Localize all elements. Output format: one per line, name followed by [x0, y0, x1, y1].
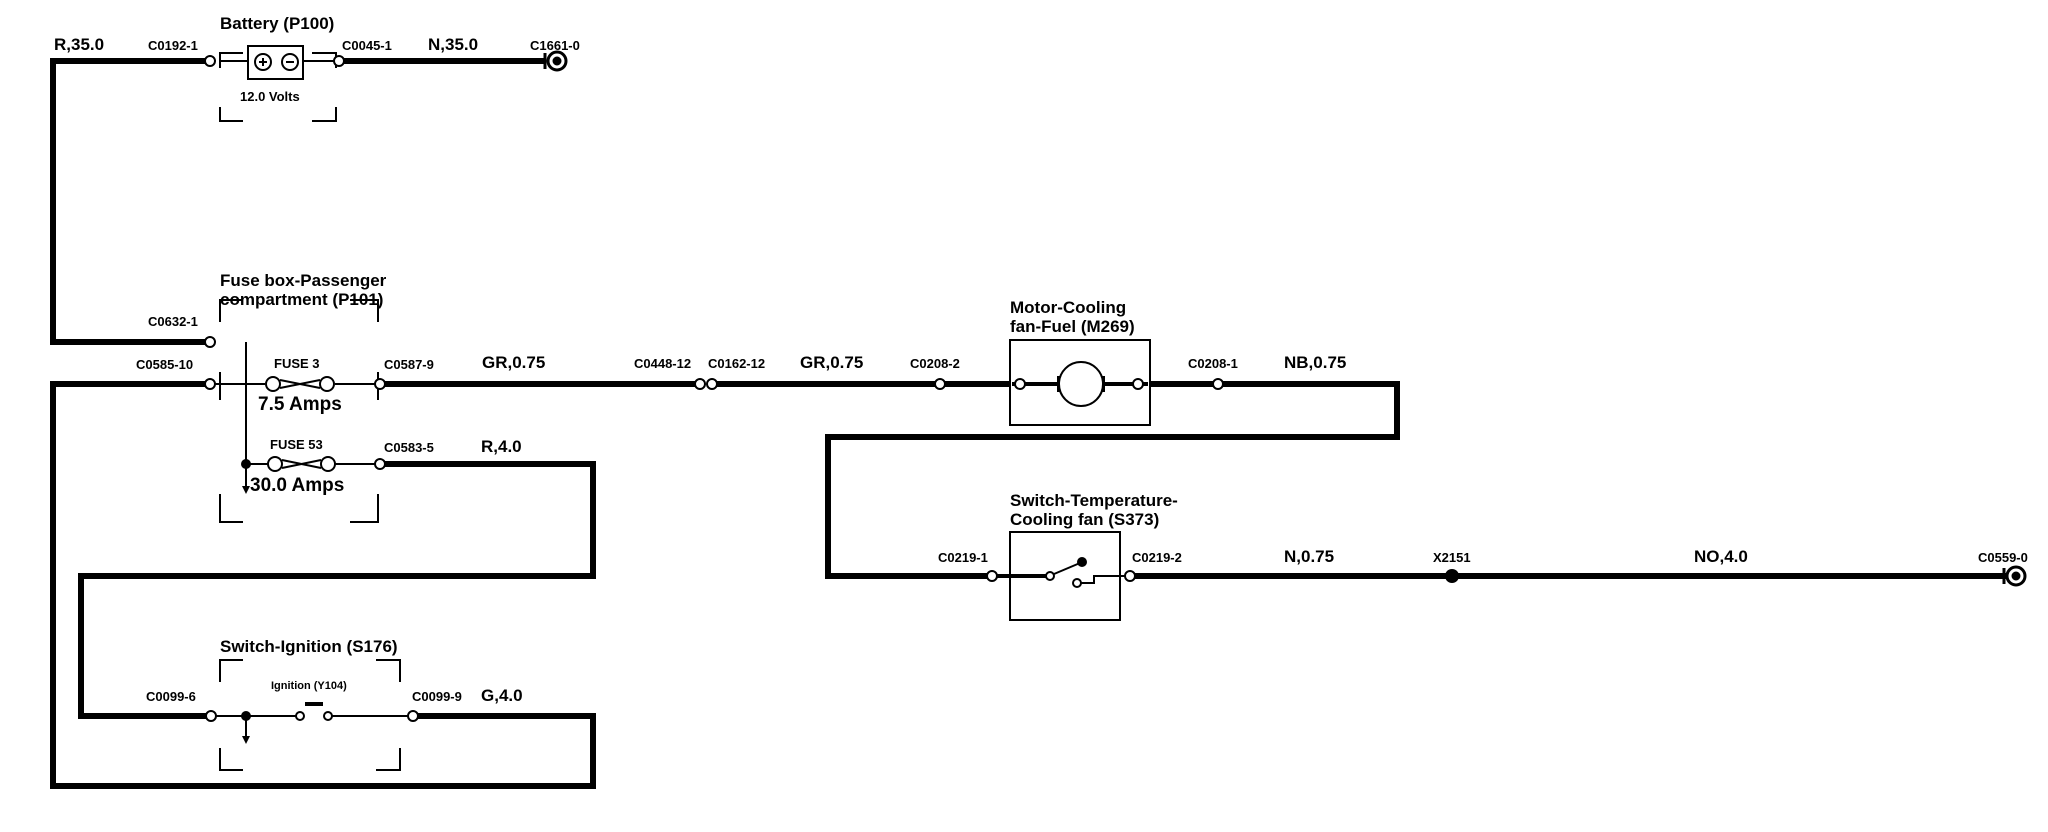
- connector-c0192: C0192-1: [148, 38, 198, 53]
- ignition-switch: [211, 659, 413, 771]
- battery-voltage: 12.0 Volts: [240, 89, 300, 104]
- battery: [219, 45, 337, 122]
- pin-c0162: [706, 378, 718, 390]
- fuse-53-symbol: [267, 456, 380, 472]
- pin-c0632: [204, 336, 216, 348]
- splice-x2151-label: X2151: [1433, 550, 1471, 565]
- ignition-arrow-icon: [242, 736, 250, 744]
- connector-c0585: C0585-10: [136, 357, 193, 372]
- fuse-3-symbol: [265, 376, 335, 392]
- fuse-3-rating: 7.5 Amps: [258, 394, 342, 415]
- wire-label-r40: R,4.0: [481, 437, 522, 456]
- wire-label-no40: NO,4.0: [1694, 547, 1748, 566]
- connector-c0208-1: C0208-1: [1188, 356, 1238, 371]
- pin-c0045: [333, 55, 345, 67]
- pin-c0587: [374, 378, 386, 390]
- ignition-title: Switch-Ignition (S176): [220, 637, 398, 656]
- battery-cell: [247, 45, 304, 80]
- fuse-3-name: FUSE 3: [274, 356, 320, 371]
- fuse-box-junction-dot: [241, 459, 251, 469]
- pin-c0208-1: [1212, 378, 1224, 390]
- wire-g40: [50, 381, 596, 789]
- wire-label-gr075-a: GR,0.75: [482, 353, 545, 372]
- wire-label-gr075-b: GR,0.75: [800, 353, 863, 372]
- wire-r40: [78, 461, 596, 719]
- ground-c1661-icon: [543, 50, 568, 72]
- plus-icon: [254, 53, 272, 71]
- pin-c0583: [374, 458, 386, 470]
- splice-x2151: [1445, 569, 1459, 583]
- connector-pins: [204, 55, 1224, 722]
- wire-label-g40: G,4.0: [481, 686, 523, 705]
- fuse-53-rating: 30.0 Amps: [250, 475, 344, 496]
- fuse-box-title-line1: Fuse box-Passenger: [220, 271, 387, 290]
- connector-c1661: C1661-0: [530, 38, 580, 53]
- connector-c0208-2: C0208-2: [910, 356, 960, 371]
- cooling-fan-motor: [1009, 339, 1151, 426]
- wire-r35: [50, 58, 208, 345]
- connector-c0632: C0632-1: [148, 314, 198, 329]
- connector-c0162: C0162-12: [708, 356, 765, 371]
- minus-icon: [281, 53, 299, 71]
- wire-label-n075: N,0.75: [1284, 547, 1334, 566]
- motor-title-line2: fan-Fuel (M269): [1010, 317, 1135, 336]
- pin-c0219-2: [1124, 570, 1136, 582]
- pin-c0099-6: [205, 710, 217, 722]
- wire-label-r35: R,35.0: [54, 35, 104, 54]
- connector-c0099-9: C0099-9: [412, 689, 462, 704]
- connector-c0045: C0045-1: [342, 38, 392, 53]
- connector-c0559: C0559-0: [1978, 550, 2028, 565]
- pin-c0099-9: [407, 710, 419, 722]
- pin-c0585: [204, 378, 216, 390]
- connector-c0583: C0583-5: [384, 440, 434, 455]
- connector-c0587: C0587-9: [384, 357, 434, 372]
- fuse-box-arrow-icon: [242, 486, 250, 494]
- temp-switch-title-line2: Cooling fan (S373): [1010, 510, 1159, 529]
- temperature-switch: [992, 531, 1130, 621]
- battery-title: Battery (P100): [220, 14, 334, 33]
- fuse-box-title-line2: compartment (P101): [220, 290, 383, 309]
- temp-switch-title-line1: Switch-Temperature-: [1010, 491, 1178, 510]
- connector-c0448: C0448-12: [634, 356, 691, 371]
- pin-c0208-2: [934, 378, 946, 390]
- pin-c0192: [204, 55, 216, 67]
- pin-c0448: [694, 378, 706, 390]
- ignition-junction-dot: [241, 711, 251, 721]
- fuse-53-name: FUSE 53: [270, 437, 323, 452]
- pin-c0219-1: [986, 570, 998, 582]
- wires: [50, 58, 2006, 789]
- wire-label-n35: N,35.0: [428, 35, 478, 54]
- motor-icon: [1058, 361, 1104, 407]
- connector-c0219-2: C0219-2: [1132, 550, 1182, 565]
- connector-c0219-1: C0219-1: [938, 550, 988, 565]
- ground-c0559-icon: [2002, 565, 2027, 587]
- ignition-inner-label: Ignition (Y104): [271, 680, 347, 692]
- motor-title-line1: Motor-Cooling: [1010, 298, 1126, 317]
- wire-nb075: [825, 381, 1400, 579]
- connector-c0099-6: C0099-6: [146, 689, 196, 704]
- wire-label-nb075: NB,0.75: [1284, 353, 1346, 372]
